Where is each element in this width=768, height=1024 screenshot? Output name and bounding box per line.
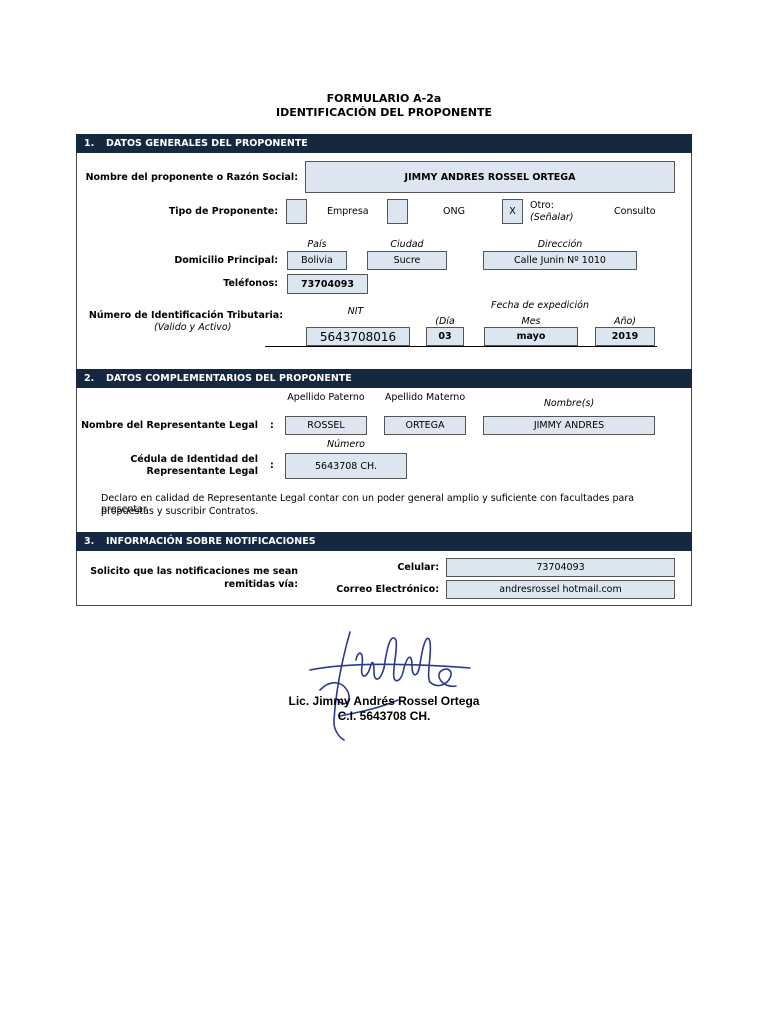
country-header: País xyxy=(307,239,327,250)
id-card-label-line2: Representante Legal xyxy=(146,466,258,477)
street-address-field[interactable]: Calle Junin Nº 1010 xyxy=(483,251,637,270)
empresa-label: Empresa xyxy=(327,206,369,217)
section-3-title: INFORMACIÓN SOBRE NOTIFICACIONES xyxy=(106,536,316,547)
issue-date-header: Fecha de expedición xyxy=(491,300,589,311)
nit-underline xyxy=(265,346,657,347)
section-1-header: 1. DATOS GENERALES DEL PROPONENTE xyxy=(76,134,692,153)
legal-rep-label: Nombre del Representante Legal xyxy=(81,420,258,431)
section-2-title: DATOS COMPLEMENTARIOS DEL PROPONENTE xyxy=(106,373,352,384)
year-header: Año) xyxy=(613,316,637,327)
nit-field[interactable]: 5643708016 xyxy=(306,327,410,346)
section-2-number: 2. xyxy=(84,373,95,384)
otro-sublabel: (Señalar) xyxy=(530,212,574,223)
email-field[interactable]: andresrossel hotmail.com xyxy=(446,580,675,599)
year-field[interactable]: 2019 xyxy=(595,327,655,346)
cellphone-label: Celular: xyxy=(397,562,439,573)
section-2-header: 2. DATOS COMPLEMENTARIOS DEL PROPONENTE xyxy=(76,369,692,388)
id-card-colon: : xyxy=(270,460,274,471)
form-title: IDENTIFICACIÓN DEL PROPONENTE xyxy=(275,106,492,119)
ong-checkbox[interactable] xyxy=(387,199,408,224)
handwritten-signature xyxy=(309,631,471,741)
given-names-header: Nombre(s) xyxy=(543,398,595,409)
day-field[interactable]: 03 xyxy=(426,327,464,346)
id-number-header: Número xyxy=(327,439,365,450)
month-header: Mes xyxy=(521,316,541,327)
email-label: Correo Electrónico: xyxy=(336,584,439,595)
declaration-text-line2: propuestas y suscribir Contratos. xyxy=(101,506,259,517)
given-names-field[interactable]: JIMMY ANDRES xyxy=(483,416,655,435)
section-3-header: 3. INFORMACIÓN SOBRE NOTIFICACIONES xyxy=(76,532,692,551)
phones-label: Teléfonos: xyxy=(223,278,278,289)
address-label: Domicilio Principal: xyxy=(174,255,278,266)
otro-checkbox[interactable]: X xyxy=(502,199,523,224)
declaration-text-line1: Declaro en calidad de Representante Lega… xyxy=(101,493,635,515)
address-header: Dirección xyxy=(537,239,583,250)
signer-name: Lic. Jimmy Andrés Rossel Ortega xyxy=(288,694,480,708)
city-header: Ciudad xyxy=(390,239,424,250)
maternal-surname-field[interactable]: ORTEGA xyxy=(384,416,466,435)
month-field[interactable]: mayo xyxy=(484,327,578,346)
proponent-name-label: Nombre del proponente o Razón Social: xyxy=(85,172,298,183)
id-card-field[interactable]: 5643708 CH. xyxy=(285,453,407,479)
proponent-type-label: Tipo de Proponente: xyxy=(168,206,278,217)
signer-id: C.I. 5643708 CH. xyxy=(337,709,431,723)
day-header: (Día xyxy=(435,316,455,327)
paternal-surname-field[interactable]: ROSSEL xyxy=(285,416,367,435)
empresa-checkbox[interactable] xyxy=(286,199,307,224)
section-1-number: 1. xyxy=(84,138,95,149)
section-3-number: 3. xyxy=(84,536,95,547)
legal-rep-colon: : xyxy=(270,420,274,431)
notification-label-line1: Solicito que las notificaciones me sean xyxy=(90,566,298,577)
form-code: FORMULARIO A-2a xyxy=(326,92,442,105)
maternal-surname-header: Apellido Materno xyxy=(384,392,466,403)
nit-sublabel: (Valido y Activo) xyxy=(154,322,232,333)
paternal-surname-header: Apellido Paterno xyxy=(287,392,365,403)
otro-label: Otro: xyxy=(530,200,554,211)
section-1-title: DATOS GENERALES DEL PROPONENTE xyxy=(106,138,308,149)
city-field[interactable]: Sucre xyxy=(367,251,447,270)
notification-label-line2: remitidas vía: xyxy=(224,579,298,590)
cellphone-field[interactable]: 73704093 xyxy=(446,558,675,577)
proponent-name-field[interactable]: JIMMY ANDRES ROSSEL ORTEGA xyxy=(305,161,675,193)
phones-field[interactable]: 73704093 xyxy=(287,274,368,294)
id-card-label-line1: Cédula de Identidad del xyxy=(130,454,258,465)
nit-header: NIT xyxy=(347,306,364,317)
otro-specify-value: Consulto xyxy=(614,206,656,217)
country-field[interactable]: Bolivia xyxy=(287,251,347,270)
nit-label: Número de Identificación Tributaria: xyxy=(88,310,283,321)
ong-label: ONG xyxy=(443,206,465,217)
